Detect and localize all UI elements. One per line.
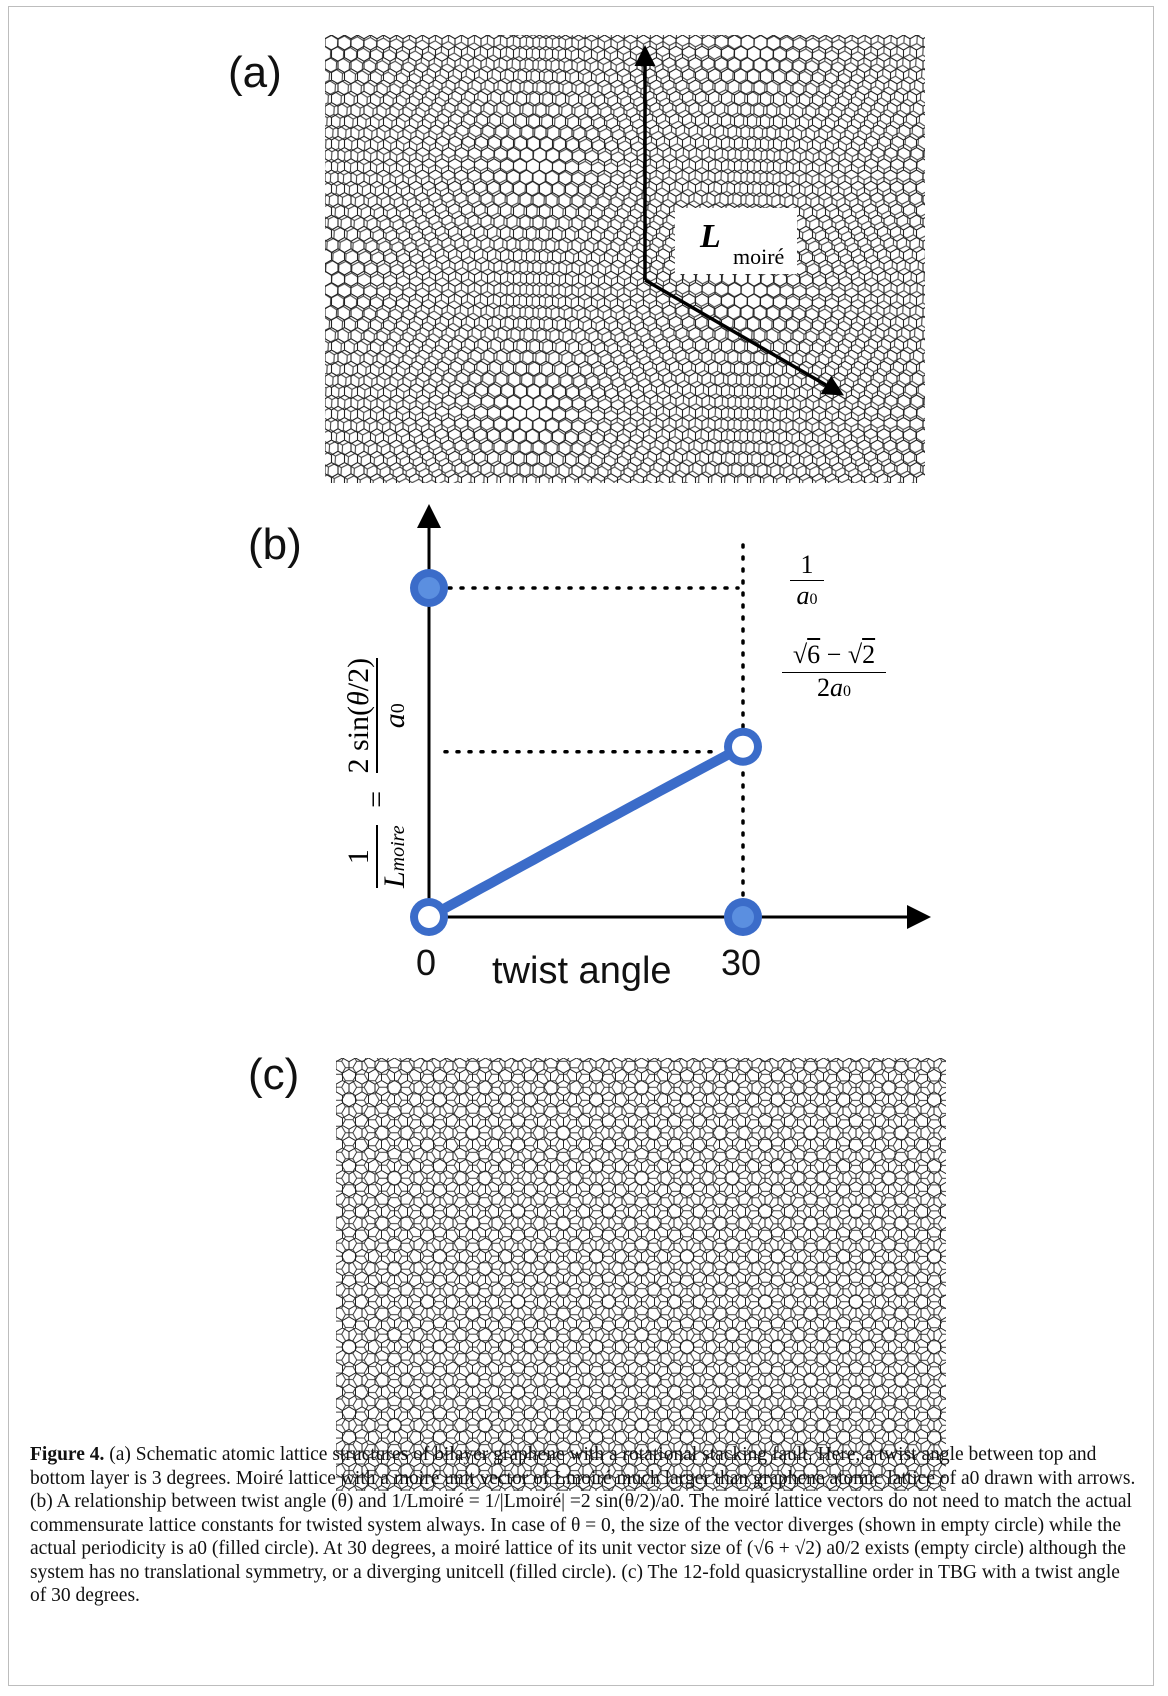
panel-a-label: (a) xyxy=(228,48,282,97)
x-tick-30: 30 xyxy=(721,942,762,983)
y-tick-label-sqrt: √6 − √2 2a0 xyxy=(782,640,886,703)
panel-b-label: (b) xyxy=(248,520,302,569)
moire-vector-symbol: L xyxy=(700,218,721,255)
caption-figure-label: Figure 4. xyxy=(30,1444,105,1465)
moire-lattice-3deg xyxy=(325,35,925,483)
caption-text: (a) Schematic atomic lattice structures … xyxy=(30,1444,1136,1606)
y-tick-label-inverse-a0: 1 a0 xyxy=(790,550,824,611)
figure-caption: Figure 4. (a) Schematic atomic lattice s… xyxy=(30,1443,1140,1608)
marker-empty-0 xyxy=(418,906,440,928)
moire-vector-label-box xyxy=(675,208,797,274)
marker-empty-2 xyxy=(732,735,754,758)
y-axis-formula: 1 Lmoire = 2 sin(θ/2) a0 xyxy=(342,657,411,888)
x-tick-0: 0 xyxy=(416,942,437,983)
quasicrystal-lattice-30deg xyxy=(336,1058,946,1491)
marker-filled-1 xyxy=(418,577,440,599)
figure-frame xyxy=(8,6,1154,1686)
marker-filled-3 xyxy=(732,906,754,928)
panel-c-label: (c) xyxy=(248,1050,300,1099)
moire-vector-subscript: moiré xyxy=(733,244,785,269)
series-curve xyxy=(424,741,748,922)
x-axis-label: twist angle xyxy=(492,950,672,992)
